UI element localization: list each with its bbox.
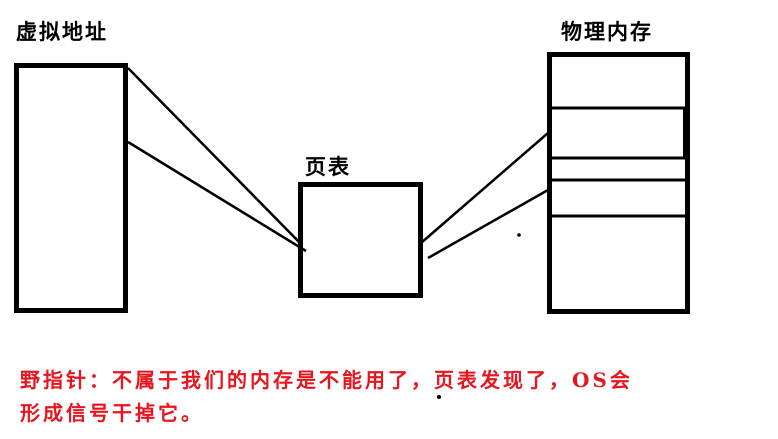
virtual-address-box [14, 63, 128, 313]
page-table-label: 页表 [305, 154, 351, 179]
virtual-address-label: 虚拟地址 [16, 19, 108, 44]
physical-memory-frames [549, 106, 688, 218]
stray-dot [437, 395, 441, 399]
wild-pointer-note-line-2: 形成信号干掉它。 [20, 401, 204, 425]
physical-memory-box [547, 52, 690, 314]
mapping-lines-virtual-to-pagetable [127, 67, 307, 253]
mapping-lines-pagetable-to-physical [420, 132, 549, 260]
physical-memory-label: 物理内存 [561, 19, 653, 44]
stray-dot [517, 233, 521, 237]
page-table-box [298, 182, 423, 298]
wild-pointer-note-line-1: 野指针：不属于我们的内存是不能用了，页表发现了，OS会 [20, 368, 633, 392]
